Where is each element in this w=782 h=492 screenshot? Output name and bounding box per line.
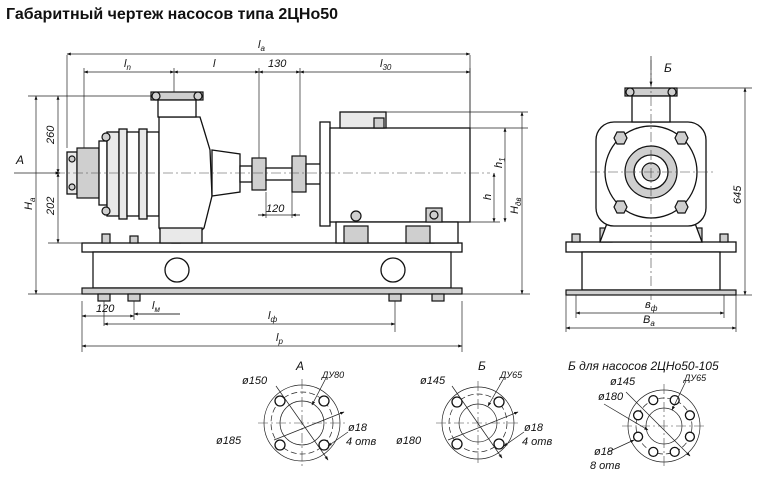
dim-bf-label: вф xyxy=(645,299,658,313)
dim-chain-bottom: 120 lм lф lр xyxy=(81,300,463,352)
flange-b-outer: ø145 xyxy=(420,375,446,387)
flange-b-detail: Б ø145 ДУ65 ø180 ø18 4 отв xyxy=(396,359,552,465)
view-arrow-b-label: Б xyxy=(664,61,672,75)
dim-ln-label: ln xyxy=(124,58,131,72)
flange-b105-hole: ø18 xyxy=(594,446,614,458)
view-arrow-a: А xyxy=(14,153,61,175)
dim-coupling-120: 120 xyxy=(258,192,300,218)
flange-b105-title: Б для насосов 2ЦНо50-105 xyxy=(568,359,719,373)
dim-l-label: l xyxy=(213,58,216,70)
base-frame xyxy=(81,233,463,302)
flange-b105-nominal: ДУ65 xyxy=(683,373,707,383)
flange-a-bolt-circle: ø185 xyxy=(216,435,242,447)
flange-b-bolt-circle: ø180 xyxy=(396,435,422,447)
flange-a-detail: А ø150 ДУ80 ø185 ø18 4 отв xyxy=(216,359,376,467)
dim-lm-label: lм xyxy=(152,300,160,314)
dim-645-label: 645 xyxy=(732,185,744,204)
flange-b105-detail: Б для насосов 2ЦНо50-105 ø145 ДУ65 ø180 … xyxy=(568,359,719,472)
view-arrow-b: Б xyxy=(649,56,672,87)
dim-la: la xyxy=(66,39,471,148)
dim-coupling-120-label: 120 xyxy=(266,203,285,215)
flange-b105-count: 8 отв xyxy=(590,460,620,472)
dim-lf-label: lф xyxy=(268,310,277,324)
pump-body xyxy=(66,91,241,244)
dim-lp-label: lр xyxy=(276,332,283,346)
dim-645: 645 xyxy=(677,87,752,296)
flange-b-count: 4 отв xyxy=(522,436,552,448)
flange-b-nominal: ДУ65 xyxy=(499,370,523,380)
dim-chain-top: ln l 130 l30 xyxy=(83,58,471,158)
flange-b-hole: ø18 xyxy=(524,422,544,434)
dim-motor-heights: h h1 Hдв xyxy=(386,111,530,295)
dim-130-label: 130 xyxy=(268,58,287,70)
dim-la-label: la xyxy=(258,39,265,53)
drawing-title: Габаритный чертеж насосов типа 2ЦНо50 xyxy=(6,6,339,23)
dim-Ha-label: Ha xyxy=(23,197,37,210)
flange-b105-outer: ø145 xyxy=(610,376,636,388)
coupling xyxy=(239,155,327,193)
dim-h1-label: h1 xyxy=(493,157,507,168)
side-view: la ln l 130 l30 260 202 xyxy=(14,39,530,352)
end-view: Б 645 вф Ba xyxy=(565,56,752,332)
dim-vertical-left: 260 202 Ha xyxy=(23,95,151,295)
flange-a-hole: ø18 xyxy=(348,422,368,434)
flange-a-nominal: ДУ80 xyxy=(321,370,344,380)
motor xyxy=(319,111,471,244)
flange-a-title: А xyxy=(295,359,304,373)
dim-202-label: 202 xyxy=(45,197,57,216)
dim-260-label: 260 xyxy=(45,125,57,145)
view-arrow-a-label: А xyxy=(15,153,24,167)
dim-Ba-label: Ba xyxy=(643,314,655,328)
dim-h-label: h xyxy=(482,194,494,200)
dim-Hdv-label: Hдв xyxy=(509,197,523,214)
flange-b-title: Б xyxy=(478,359,486,373)
flange-b105-bolt-circle: ø180 xyxy=(598,391,624,403)
dim-120-base-label: 120 xyxy=(96,303,115,315)
flange-a-count: 4 отв xyxy=(346,436,376,448)
dim-l30-label: l30 xyxy=(380,58,392,72)
flange-a-outer: ø150 xyxy=(242,375,268,387)
dim-end-width: вф Ba xyxy=(565,295,737,332)
